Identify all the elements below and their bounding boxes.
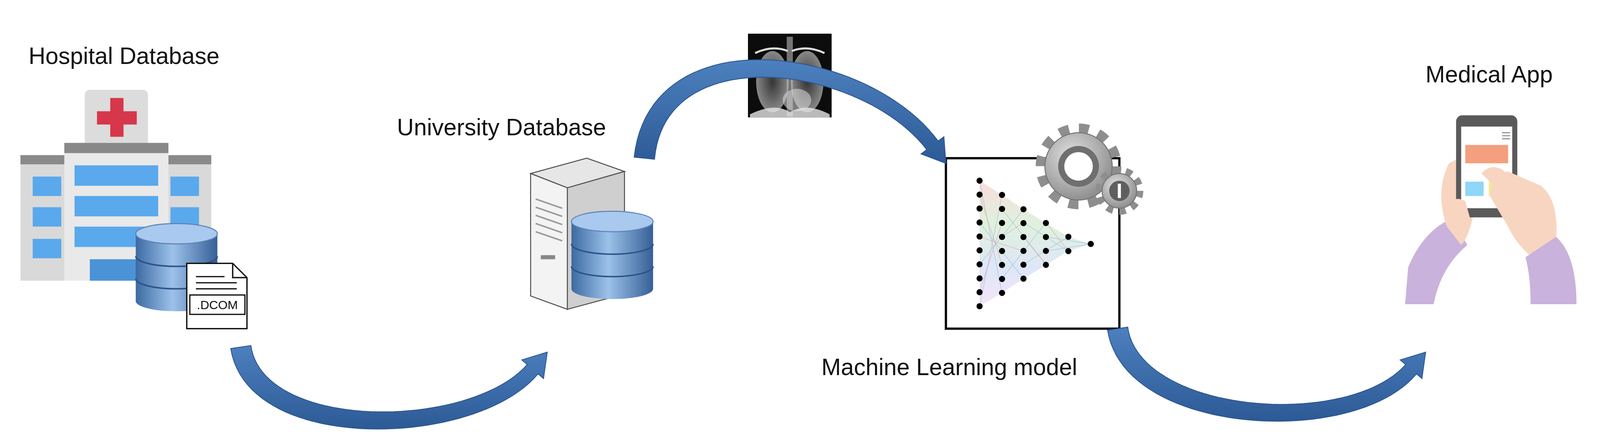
neuron: [998, 233, 1005, 240]
gear-slot: [1118, 183, 1121, 198]
window: [32, 176, 62, 196]
roof-strip: [168, 154, 212, 164]
neuron: [1020, 247, 1027, 254]
sleeve: [1525, 236, 1577, 305]
neuron: [998, 289, 1005, 296]
finger: [1481, 167, 1523, 200]
neuron: [998, 205, 1005, 212]
neuron: [998, 247, 1005, 255]
gear-ring: [1109, 180, 1130, 202]
window: [170, 176, 200, 196]
app-banner: [1465, 145, 1509, 164]
net-links: [979, 195, 1069, 293]
server-node: University Database: [528, 158, 654, 353]
neuron: [998, 275, 1005, 282]
gear-teeth: [1098, 170, 1140, 212]
neuron: [1020, 234, 1027, 241]
flow-arrow: [634, 59, 946, 164]
file-icon: [186, 263, 248, 329]
window: [74, 195, 159, 217]
roof-strip: [20, 154, 65, 164]
file-lines: [195, 276, 237, 289]
neuron: [1020, 275, 1027, 282]
server-front: [530, 173, 568, 310]
app-tile: [1465, 181, 1484, 196]
hospital-wing: [20, 154, 65, 281]
red-cross: [97, 111, 137, 125]
gear-hole: [1064, 152, 1094, 181]
neuron: [998, 191, 1005, 198]
door: [89, 259, 141, 281]
server-db: [571, 211, 653, 299]
flow-arrow: [1107, 327, 1426, 421]
window: [32, 238, 62, 259]
node-title: Medical App: [1425, 60, 1553, 89]
node-title: Hospital Database: [28, 41, 220, 70]
file-tag-box: [189, 295, 245, 315]
neuron: [976, 302, 983, 310]
neuron: [998, 219, 1005, 226]
neuron: [1043, 234, 1050, 241]
gear-ring: [1058, 145, 1100, 187]
neuron: [1020, 261, 1027, 268]
neuron: [1043, 247, 1050, 254]
diaphragm: [750, 107, 830, 118]
neuron: [1020, 220, 1027, 227]
neuron: [976, 275, 983, 282]
neuron: [976, 247, 983, 254]
roof-strip: [64, 143, 169, 154]
neuron: [976, 191, 983, 198]
neuron: [1087, 240, 1094, 248]
neuron: [1065, 233, 1072, 240]
gear: [1098, 170, 1140, 212]
hospital-sign: [84, 89, 148, 146]
neuron: [1020, 206, 1027, 213]
menu-icon: [1502, 132, 1511, 139]
neuron: [976, 288, 983, 296]
neuron: [976, 205, 983, 212]
model-box: Machine Learning model: [945, 158, 1120, 329]
server-button: [540, 254, 556, 260]
node-title: Machine Learning model: [821, 352, 1078, 381]
neuron: [976, 177, 983, 184]
gear-body: [1102, 173, 1137, 209]
flow-arrow: [230, 345, 548, 430]
drive-bays: [535, 198, 563, 241]
neuron: [1043, 220, 1050, 227]
app-node: Medical App: [1404, 115, 1577, 353]
window: [32, 206, 62, 227]
neuron: [976, 261, 983, 268]
neuron: [998, 261, 1005, 269]
window: [74, 165, 159, 186]
thumb: [1446, 198, 1471, 224]
neuron: [976, 233, 983, 240]
neuron: [1043, 261, 1050, 269]
node-title: University Database: [397, 113, 607, 141]
neuron: [1065, 247, 1072, 255]
file-fold: [232, 263, 248, 278]
clavicle: [754, 48, 825, 53]
file-tag: .DCOM: [189, 295, 245, 315]
neuron: [976, 219, 983, 226]
